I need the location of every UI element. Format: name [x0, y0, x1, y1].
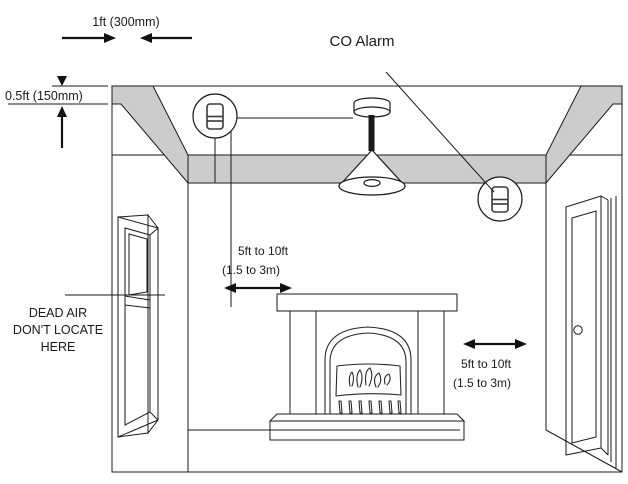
co-alarm-icon-ceiling[interactable] — [192, 93, 238, 139]
dimension-ceiling-0-5ft — [8, 76, 108, 148]
ceiling-dimension-label: 0.5ft (150mm) — [5, 89, 83, 103]
right-distance-label-line1: 5ft to 10ft — [461, 357, 512, 371]
dead-air-label-line1: DEAD AIR — [29, 306, 87, 320]
ceiling-band-left — [111, 85, 189, 185]
co-alarm-leader-line — [385, 71, 495, 193]
ceiling-band-right — [545, 85, 623, 185]
dimension-top-1ft — [62, 33, 192, 43]
window — [117, 213, 159, 438]
top-dimension-label: 1ft (300mm) — [92, 15, 159, 29]
dead-air-label-line3: HERE — [41, 340, 76, 354]
dimension-right-5-10ft — [463, 339, 527, 349]
pendant-light-icon — [337, 97, 407, 196]
co-alarm-icon-wall[interactable] — [477, 176, 523, 222]
door-knob-icon — [573, 325, 583, 335]
center-distance-label-line1: 5ft to 10ft — [238, 244, 289, 258]
dimension-center-5-10ft — [224, 283, 292, 293]
dead-air-label-line2: DON'T LOCATE — [13, 323, 103, 337]
co-alarm-title: CO Alarm — [329, 33, 394, 50]
fireplace — [268, 293, 466, 441]
right-distance-label-line2: (1.5 to 3m) — [453, 376, 511, 390]
door — [565, 195, 617, 468]
center-distance-label-line2: (1.5 to 3m) — [222, 263, 280, 277]
